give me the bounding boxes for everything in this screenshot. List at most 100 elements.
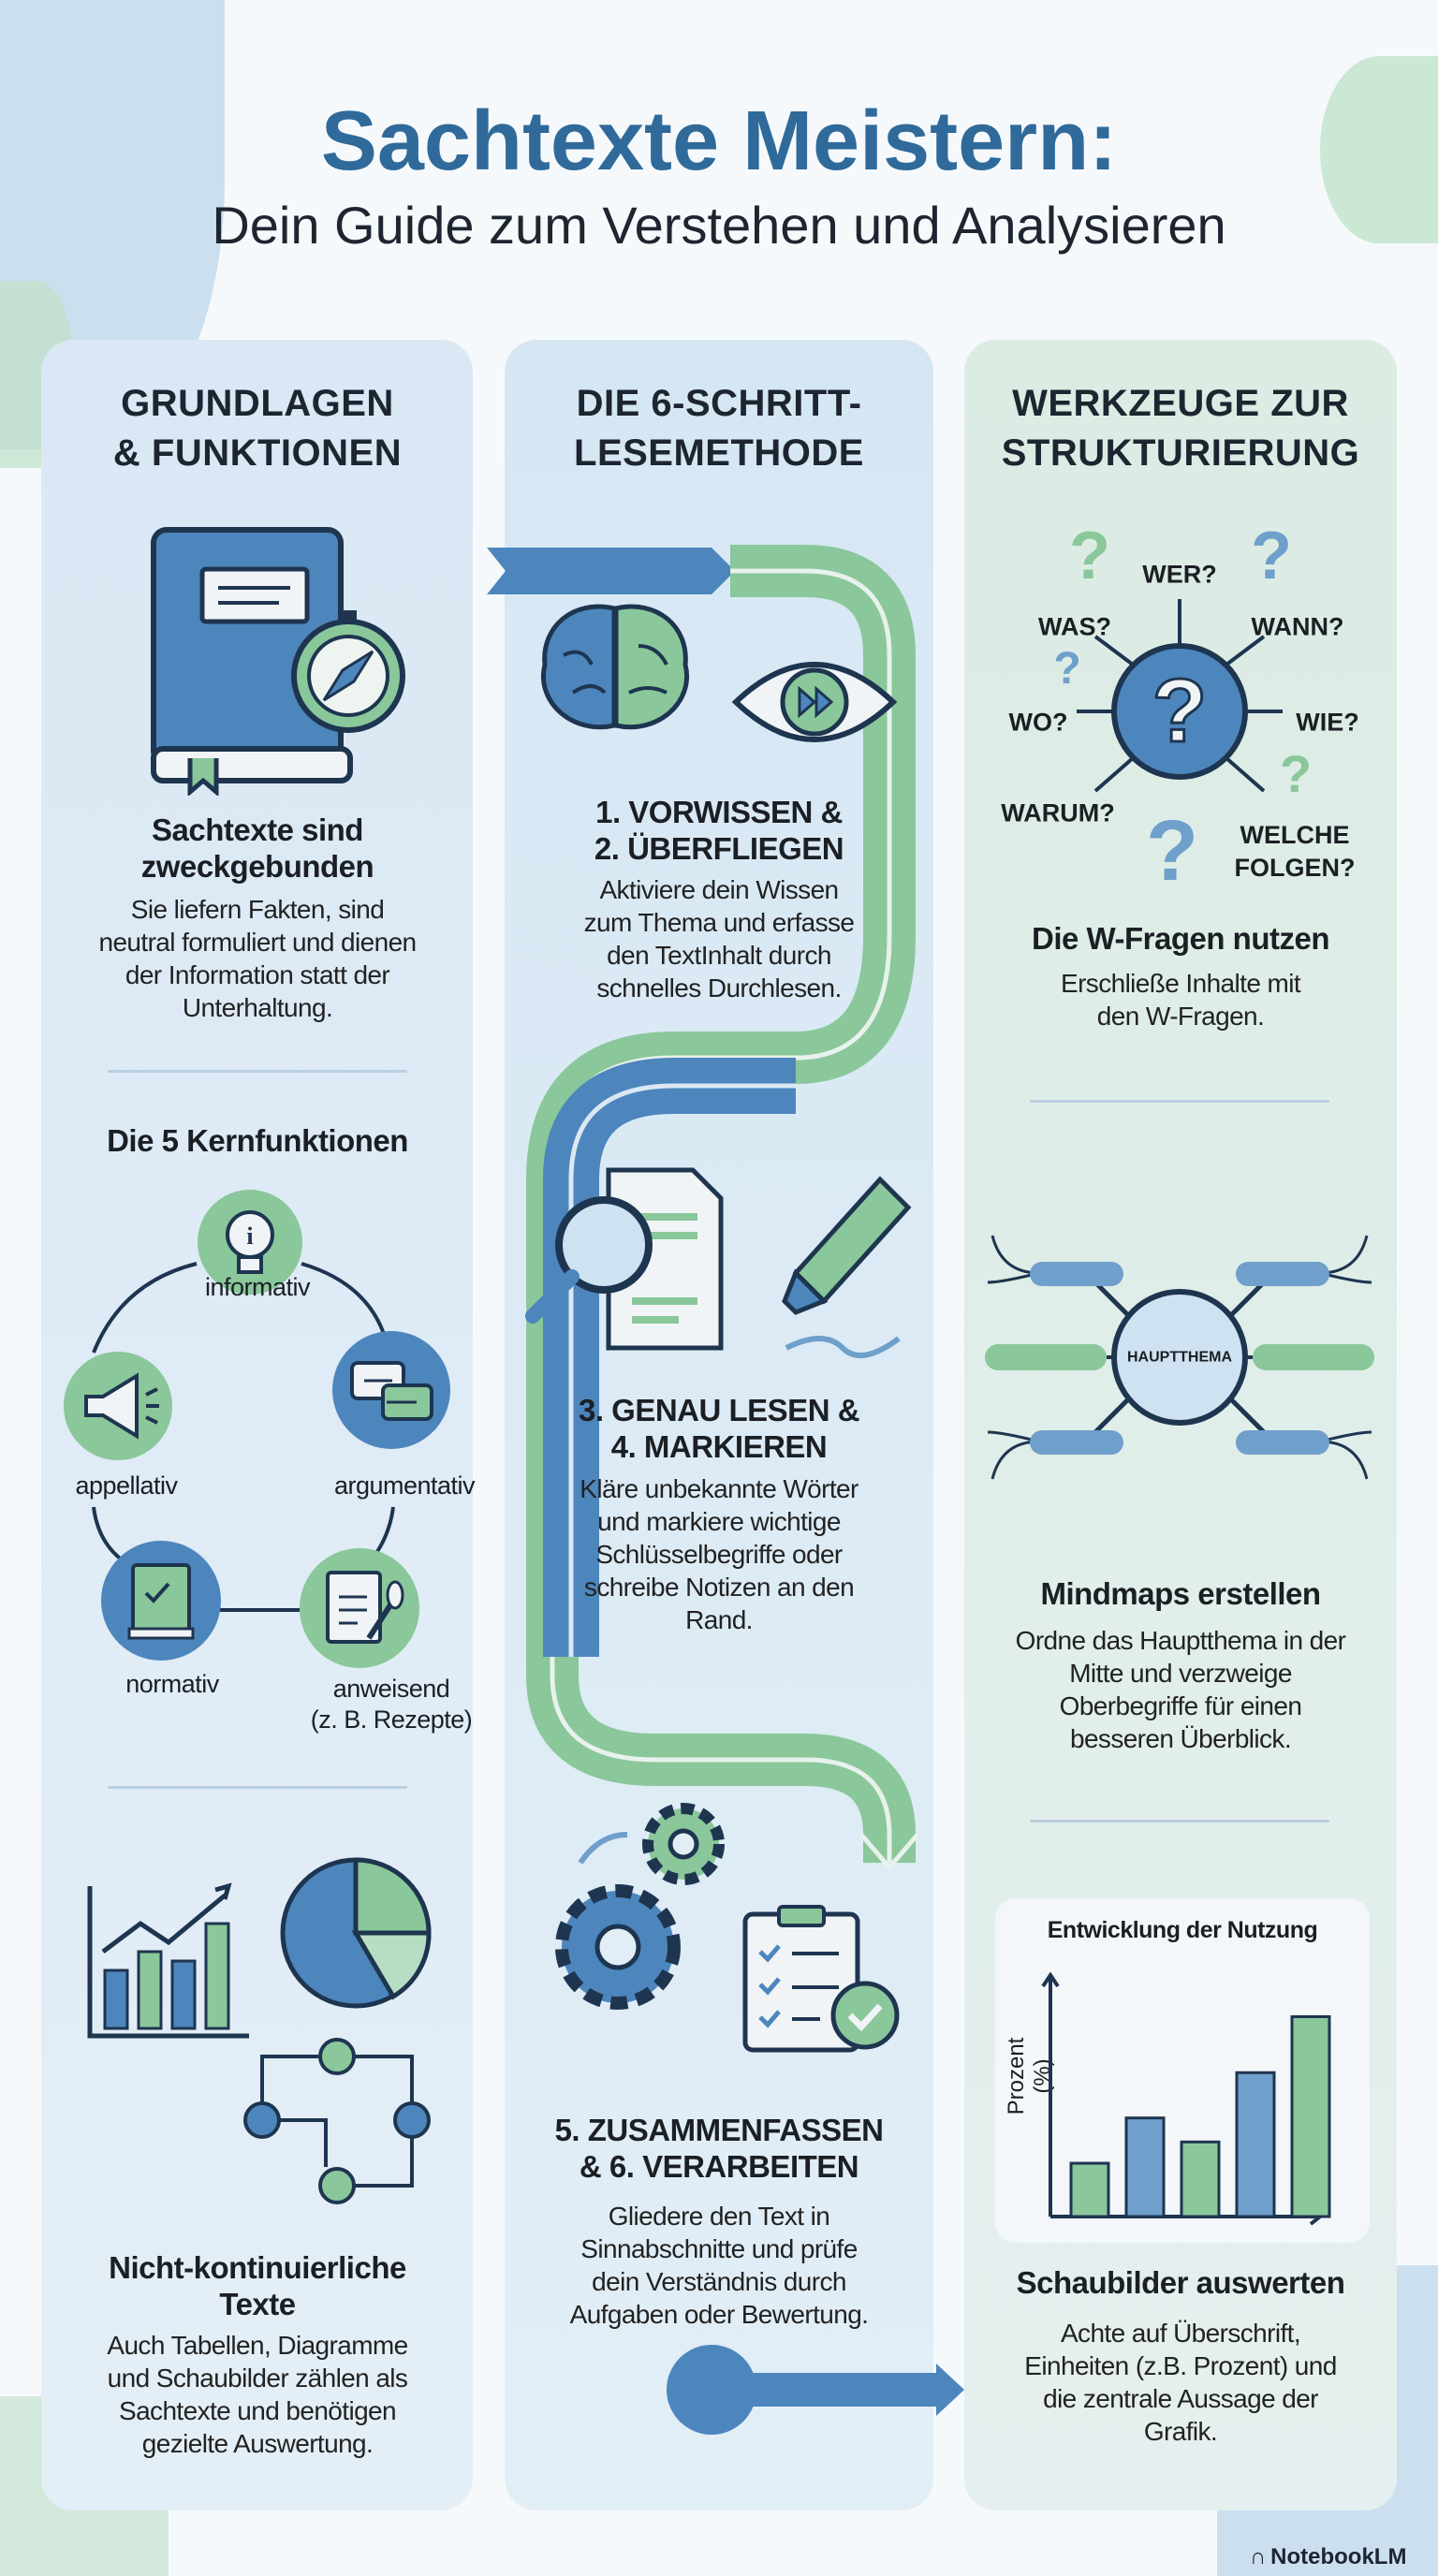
- w-questions-diagram: ? ? ? ? ? ?: [1053, 524, 1312, 899]
- function-label-normativ: normativ: [125, 1670, 219, 1698]
- chart-bar: [1180, 2140, 1221, 2218]
- question-mark-icon: ?: [1146, 803, 1198, 899]
- section-title-kernfunktionen: Die 5 Kernfunktionen: [107, 1123, 408, 1158]
- body-line: die zentrale Aussage der: [1043, 2384, 1318, 2413]
- y-axis: [1041, 1971, 1060, 2217]
- section-title-mindmaps: Mindmaps erstellen: [1040, 1576, 1321, 1611]
- divider: [108, 1070, 407, 1073]
- chart-title: Entwicklung der Nutzung: [1047, 1917, 1318, 1943]
- step-title-5-6: 5. ZUSAMMENFASSEN& 6. VERARBEITEN: [555, 2112, 884, 2185]
- function-label-informativ: informativ: [204, 1273, 311, 1301]
- body-line: Aktiviere dein Wissen: [599, 875, 839, 904]
- section-body-schaubilder: Achte auf Überschrift, Einheiten (z.B. Pr…: [1024, 2317, 1337, 2448]
- body-line: den W-Fragen.: [1096, 1002, 1265, 1031]
- question-wo: WO?: [1008, 708, 1068, 737]
- body-line: schnelles Durchlesen.: [596, 973, 842, 1003]
- section-body-nicht-kontinuierlich: Auch Tabellen, Diagramme und Schaubilder …: [107, 2329, 408, 2460]
- gears-icon: [555, 1803, 725, 2010]
- title-line: 4. MARKIEREN: [610, 1429, 828, 1464]
- body-line: Grafik.: [1143, 2417, 1218, 2446]
- question-wann: WANN?: [1251, 612, 1344, 641]
- body-line: Aufgaben oder Bewertung.: [569, 2300, 869, 2329]
- body-line: Oberbegriffe für einen: [1059, 1691, 1302, 1720]
- title-line: zweckgebunden: [140, 849, 374, 884]
- title-line: 2. ÜBERFLIEGEN: [594, 831, 844, 866]
- heading-grundlagen: GRUNDLAGEN & FUNKTIONEN: [113, 379, 402, 478]
- body-line: schreibe Notizen an den: [583, 1573, 855, 1602]
- body-line: Rand.: [685, 1605, 753, 1634]
- question-mark-icon: ?: [1251, 524, 1292, 593]
- page-subtitle: Dein Guide zum Verstehen und Analysieren: [212, 196, 1226, 255]
- checklist-icon: [742, 1905, 900, 2053]
- law-book-icon: [101, 1541, 221, 1661]
- body-line: dein Verständnis durch: [592, 2267, 846, 2296]
- heading-line: GRUNDLAGEN: [121, 383, 394, 424]
- body-line: der Information statt der: [125, 960, 390, 989]
- function-label-appellativ: appellativ: [75, 1471, 178, 1500]
- label-line: anweisend: [332, 1675, 450, 1703]
- body-line: Sachtexte und benötigen: [118, 2396, 397, 2425]
- chart-bar: [1124, 2116, 1166, 2218]
- body-line: Achte auf Überschrift,: [1060, 2319, 1301, 2348]
- title-line: 5. ZUSAMMENFASSEN: [554, 2113, 884, 2147]
- section-title-w-fragen: Die W-Fragen nutzen: [1031, 921, 1330, 956]
- charts-flowchart-icon: [87, 1857, 432, 2204]
- function-label-anweisend: anweisend(z. B. Rezepte): [311, 1674, 473, 1735]
- title-line: 3. GENAU LESEN &: [578, 1393, 860, 1427]
- page-title: Sachtexte Meistern:: [320, 95, 1118, 188]
- divider: [108, 1786, 407, 1789]
- body-line: Ordne das Hauptthema in der: [1015, 1626, 1346, 1655]
- title-line: Texte: [219, 2287, 296, 2321]
- question-wer: WER?: [1142, 560, 1217, 589]
- svg-text:?: ?: [1152, 661, 1208, 761]
- heading-line: WERKZEUGE ZUR: [1012, 383, 1349, 424]
- body-line: den TextInhalt durch: [607, 941, 831, 970]
- book-compass-icon: [151, 527, 405, 796]
- section-title-schaubilder: Schaubilder auswerten: [1016, 2265, 1345, 2300]
- question-wie: WIE?: [1296, 708, 1359, 737]
- heading-line: DIE 6-SCHRITT-: [576, 383, 862, 424]
- label-line: (z. B. Rezepte): [310, 1705, 473, 1734]
- step-title-1-2: 1. VORWISSEN &2. ÜBERFLIEGEN: [594, 794, 844, 867]
- chart-bar: [1235, 2071, 1276, 2218]
- bar-chart: [1041, 1971, 1331, 2226]
- body-line: Einheiten (z.B. Prozent) und: [1024, 2351, 1337, 2380]
- body-line: Mitte und verzweige: [1069, 1659, 1292, 1688]
- highlighter-icon: [782, 1176, 912, 1358]
- question-warum: WARUM?: [1001, 798, 1115, 827]
- magnifier-document-icon: [525, 1167, 724, 1351]
- divider: [1030, 1100, 1329, 1103]
- body-line: Schlüsselbegriffe oder: [595, 1540, 843, 1569]
- notebooklm-logo: ∩ NotebookLM: [1250, 2544, 1406, 2570]
- question-line: WELCHE: [1240, 821, 1350, 849]
- body-line: und markiere wichtige: [597, 1507, 841, 1536]
- notebooklm-icon: ∩: [1250, 2544, 1271, 2569]
- heading-line: & FUNKTIONEN: [112, 432, 403, 474]
- body-line: Gliedere den Text in: [608, 2202, 830, 2231]
- recipe-icon: [300, 1548, 419, 1668]
- body-line: Unterhaltung.: [182, 993, 333, 1022]
- eye-fast-forward-icon: [731, 662, 898, 742]
- body-line: und Schaubilder zählen als: [107, 2364, 408, 2393]
- body-line: Auch Tabellen, Diagramme: [107, 2331, 408, 2360]
- function-label-argumentativ: argumentativ: [333, 1471, 476, 1500]
- body-line: Erschließe Inhalte mit: [1060, 969, 1301, 998]
- question-mark-icon: ?: [1280, 744, 1312, 803]
- divider: [1030, 1820, 1329, 1822]
- svg-text:i: i: [246, 1222, 253, 1250]
- chart-bar: [1069, 2161, 1110, 2218]
- title-line: & 6. VERARBEITEN: [579, 2149, 859, 2184]
- body-line: Kläre unbekannte Wörter: [580, 1474, 858, 1503]
- title-line: 1. VORWISSEN &: [595, 795, 843, 829]
- chart-bar: [1290, 2014, 1331, 2218]
- question-line: FOLGEN?: [1234, 854, 1356, 882]
- title-line: Sachtexte sind: [152, 812, 363, 847]
- question-welche-folgen: WELCHE FOLGEN?: [1235, 819, 1356, 885]
